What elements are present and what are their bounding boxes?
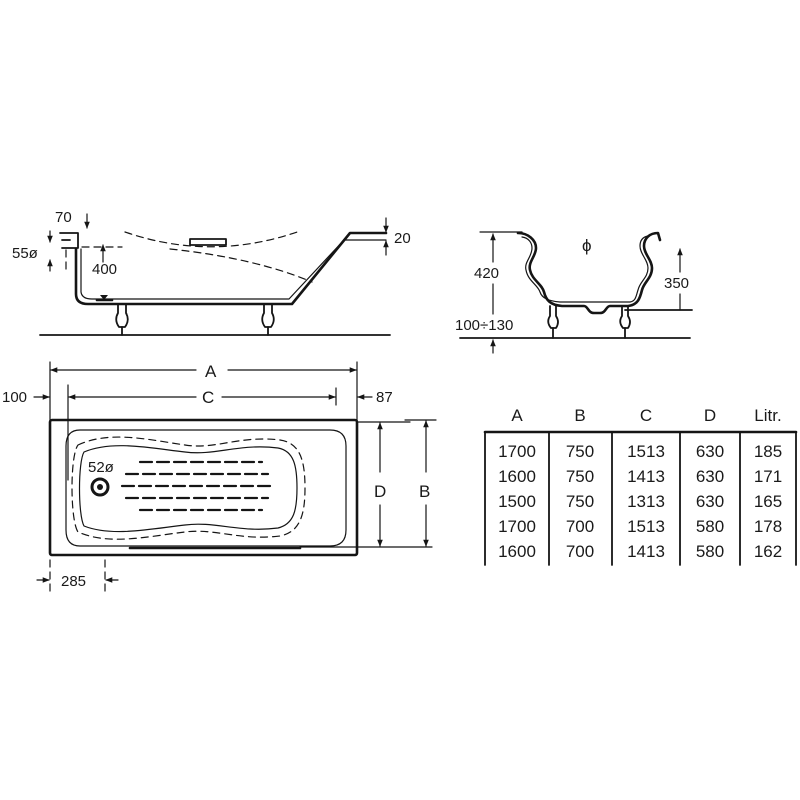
right-offset-label: 87 (376, 389, 393, 406)
total-height-label: 420 (474, 265, 499, 282)
non-slip-strips (120, 460, 272, 512)
side-leg-right (261, 304, 275, 336)
table-cell: 1700 (498, 442, 536, 461)
end-leg-right (619, 305, 631, 339)
rim-width-label: 70 (55, 209, 72, 226)
end-view: 420 ϕ 350 100÷130 (455, 231, 693, 354)
tub-outer-rim (48, 418, 359, 557)
table-cell: 700 (566, 542, 594, 561)
drain-diameter-label: 52ø (88, 459, 114, 476)
table-cell: 580 (696, 542, 724, 561)
drain-offset-label: 285 (61, 573, 86, 590)
top-view: A 100 C 87 52ø D B 285 (2, 361, 437, 593)
table-row: 1700 700 1513 580 178 (498, 517, 782, 536)
side-view: 70 55ø 400 20 (12, 209, 411, 336)
basin-outline (65, 429, 347, 547)
table-row: 1500 750 1313 630 165 (498, 492, 782, 511)
overflow-height-label: 400 (92, 261, 117, 278)
table-cell: 1513 (627, 517, 665, 536)
side-tub-inner-line (80, 239, 387, 300)
rim-thickness-label: 20 (394, 230, 411, 247)
table-cell: 171 (754, 467, 782, 486)
drain-center (97, 484, 103, 490)
table-cell: 630 (696, 442, 724, 461)
table-cell: 750 (566, 442, 594, 461)
table-row: 1600 750 1413 630 171 (498, 467, 782, 486)
table-cell: 580 (696, 517, 724, 536)
width-label: B (419, 482, 430, 501)
table-header-cell: D (704, 406, 716, 425)
overflow-fitting (59, 232, 79, 249)
end-tub-profile (516, 231, 662, 315)
side-leg-left (115, 304, 129, 336)
grip-handle (189, 238, 227, 246)
overflow-diameter-label: 55ø (12, 245, 38, 262)
table-row: 1700 750 1513 630 185 (498, 442, 782, 461)
table-cell: 750 (566, 492, 594, 511)
foot-height-label: 100÷130 (455, 317, 513, 334)
table-cell: 1413 (627, 542, 665, 561)
table-cell: 630 (696, 467, 724, 486)
basin-contour-inner (78, 445, 298, 533)
table-cell: 1313 (627, 492, 665, 511)
table-cell: 1700 (498, 517, 536, 536)
table-cell: 1600 (498, 467, 536, 486)
drain-circle (90, 477, 110, 497)
end-tub-inner-profile (521, 235, 649, 303)
table-cell: 162 (754, 542, 782, 561)
inner-rim-curve (124, 230, 301, 248)
table-cell: 185 (754, 442, 782, 461)
table-cell: 1600 (498, 542, 536, 561)
table-row: 1600 700 1413 580 162 (498, 542, 782, 561)
table-cell: 630 (696, 492, 724, 511)
inner-length-label: C (202, 388, 214, 407)
table-cell: 700 (566, 517, 594, 536)
table-cell: 1413 (627, 467, 665, 486)
drain-marker (100, 295, 108, 300)
table-header-cell: Litr. (754, 406, 781, 425)
end-leg-left (547, 305, 559, 339)
table-header-cell: B (574, 406, 585, 425)
basin-contour-outer (71, 436, 306, 540)
inner-slope-curve (169, 248, 313, 283)
table-header-cell: C (640, 406, 652, 425)
table-cell: 178 (754, 517, 782, 536)
inner-height-label: 350 (664, 275, 689, 292)
table-cell: 750 (566, 467, 594, 486)
left-offset-label: 100 (2, 389, 27, 406)
table-cell: 165 (754, 492, 782, 511)
table-header-row: A B C D Litr. (511, 406, 781, 425)
table-cell: 1500 (498, 492, 536, 511)
table-cell: 1513 (627, 442, 665, 461)
dimensions-table: A B C D Litr. 1700 750 1513 630 185 1600… (483, 406, 798, 566)
length-label: A (205, 362, 217, 381)
diameter-symbol: ϕ (582, 236, 592, 255)
table-header-cell: A (511, 406, 523, 425)
inner-width-label: D (374, 482, 386, 501)
side-tub-outline (74, 231, 388, 306)
